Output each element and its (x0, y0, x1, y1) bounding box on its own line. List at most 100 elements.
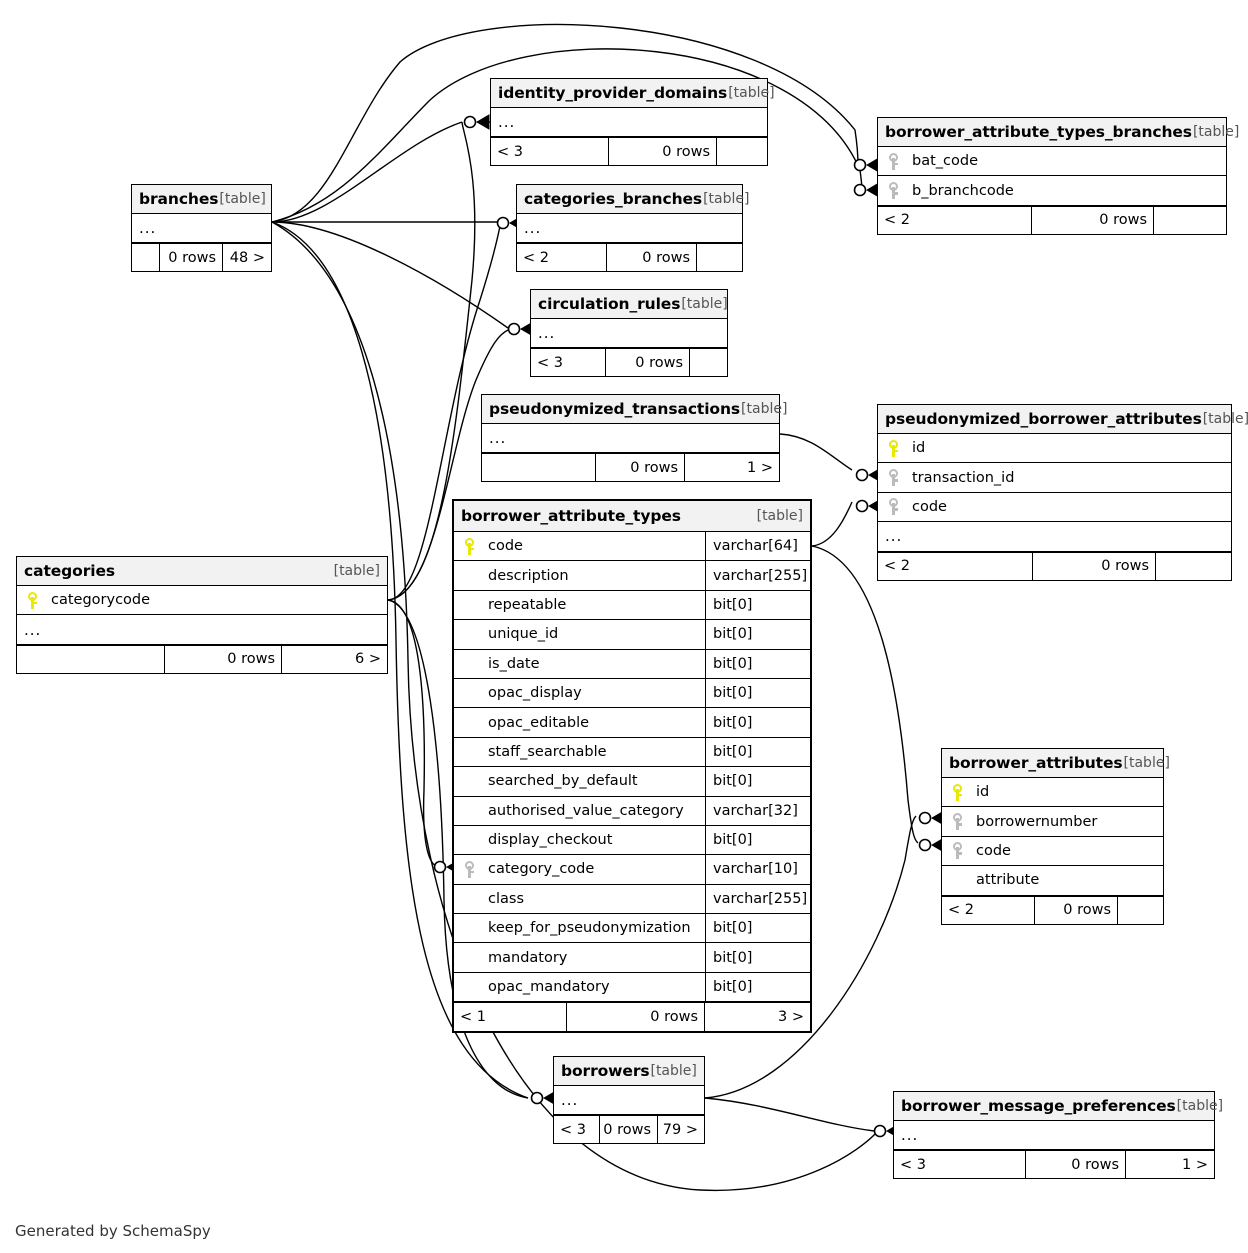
column-name: description (488, 567, 569, 584)
column-name: categorycode (51, 592, 151, 609)
table-borrowers[interactable]: borrowers [table] ... < 3 0 rows 79 > (553, 1056, 705, 1145)
column-type: varchar[255] (705, 561, 810, 590)
table-row: categorycode (17, 586, 387, 616)
primary-key-icon (17, 591, 47, 609)
footer-parents: < 3 (894, 1151, 1026, 1179)
table-name: borrower_attribute_types (461, 506, 681, 525)
table-name: identity_provider_domains (498, 83, 728, 102)
footer-rowcount: 0 rows (567, 1003, 705, 1032)
table-row: repeatable bit[0] (454, 590, 810, 621)
foreign-key-icon (878, 182, 908, 200)
footer-rowcount: 0 rows (600, 1116, 658, 1144)
table-circulation-rules[interactable]: circulation_rules [table] ... < 3 0 rows (530, 289, 728, 378)
table-row: code varchar[64] (454, 532, 810, 562)
table-footer: < 3 0 rows 1 > (894, 1150, 1214, 1179)
column-type: bit[0] (705, 737, 810, 767)
table-categories[interactable]: categories [table] categorycode ... 0 ro… (16, 556, 388, 674)
footer-children: 3 > (778, 1009, 804, 1026)
foreign-key-icon (878, 469, 908, 487)
column-type: bit[0] (705, 590, 810, 620)
footer-parents: < 3 (491, 138, 609, 166)
column-type: bit[0] (705, 649, 810, 678)
footer-rowcount: 0 rows (607, 244, 697, 272)
column-name: searched_by_default (488, 773, 638, 790)
footer-children (717, 138, 767, 165)
table-pseudonymized-borrower-attributes[interactable]: pseudonymized_borrower_attributes [table… (877, 404, 1248, 581)
footer-rowcount: 0 rows (1026, 1151, 1126, 1179)
table-name: borrower_attributes (949, 753, 1123, 772)
table-header: categories [table] (17, 557, 387, 586)
table-row-ellipsis: ... (132, 214, 271, 244)
foreign-key-icon (942, 813, 972, 831)
column-type: bit[0] (705, 943, 810, 972)
column-type: bit[0] (705, 620, 810, 649)
footer-children (697, 244, 742, 271)
table-borrower-attribute-types-branches[interactable]: borrower_attribute_types_branches [table… (877, 117, 1239, 235)
table-pseudonymized-transactions[interactable]: pseudonymized_transactions [table] ... 0… (481, 394, 787, 483)
table-row: id (942, 778, 1163, 808)
table-row: class varchar[255] (454, 884, 810, 915)
table-footer: < 3 0 rows (531, 348, 727, 377)
column-name: code (976, 842, 1011, 859)
table-row-ellipsis: ... (482, 424, 779, 454)
table-header: borrower_attribute_types [table] (454, 501, 810, 532)
table-header: circulation_rules [table] (531, 290, 728, 319)
column-name: unique_id (488, 626, 559, 643)
footer-children: 1 > (747, 459, 773, 476)
footer-rowcount: 0 rows (165, 645, 282, 673)
footer-children (1118, 897, 1163, 924)
footer-rowcount: 0 rows (609, 138, 717, 166)
table-row: staff_searchable bit[0] (454, 737, 810, 768)
table-row: opac_editable bit[0] (454, 708, 810, 738)
table-tag: [table] (333, 562, 380, 579)
table-row-ellipsis: ... (878, 522, 1231, 552)
footer-parents: < 3 (531, 349, 606, 377)
table-row: code (878, 493, 1231, 523)
column-name: keep_for_pseudonymization (488, 920, 691, 937)
column-name: opac_mandatory (488, 979, 610, 996)
table-footer: < 2 0 rows (878, 205, 1226, 234)
footer-children (690, 349, 727, 376)
table-row: unique_id bit[0] (454, 620, 810, 650)
table-tag: [table] (756, 507, 803, 524)
column-type: bit[0] (705, 708, 810, 737)
column-name: bat_code (912, 153, 978, 170)
footer-parents (482, 454, 596, 482)
footer-rowcount: 0 rows (160, 244, 223, 272)
table-name: borrowers (561, 1061, 650, 1080)
table-borrower-attributes[interactable]: borrower_attributes [table] id borrowern… (941, 748, 1170, 925)
table-footer: 0 rows 6 > (17, 644, 387, 673)
column-type: bit[0] (705, 825, 810, 855)
column-name: code (488, 538, 523, 555)
table-name: pseudonymized_transactions (489, 399, 741, 418)
table-tag: [table] (219, 190, 266, 207)
table-row: opac_mandatory bit[0] (454, 972, 810, 1003)
table-header: branches [table] (132, 185, 271, 214)
column-name: opac_editable (488, 714, 590, 731)
table-branches[interactable]: branches [table] ... 0 rows 48 > (131, 184, 272, 273)
table-borrower-attribute-types[interactable]: borrower_attribute_types [table] code va… (452, 499, 812, 1034)
table-borrower-message-preferences[interactable]: borrower_message_preferences [table] ...… (893, 1091, 1223, 1180)
footer-parents (17, 645, 165, 673)
table-row: code (942, 837, 1163, 867)
table-categories-branches[interactable]: categories_branches [table] ... < 2 0 ro… (516, 184, 749, 273)
table-name: borrower_message_preferences (901, 1096, 1176, 1115)
footer-children: 6 > (355, 651, 381, 668)
table-tag: [table] (1192, 123, 1240, 140)
table-header: identity_provider_domains [table] (491, 79, 775, 108)
table-row: description varchar[255] (454, 561, 810, 591)
footer-rowcount: 0 rows (1035, 896, 1118, 924)
table-header: borrower_attributes [table] (942, 749, 1170, 778)
column-name: opac_display (488, 685, 582, 702)
column-type: bit[0] (705, 914, 810, 943)
table-identity-provider-domains[interactable]: identity_provider_domains [table] ... < … (490, 78, 775, 167)
table-row-ellipsis: ... (554, 1086, 704, 1116)
table-row-ellipsis: ... (894, 1121, 1214, 1151)
foreign-key-icon (878, 152, 908, 170)
foreign-key-icon (454, 860, 484, 878)
column-name: staff_searchable (488, 743, 607, 760)
generated-by-credit: Generated by SchemaSpy (15, 1222, 211, 1240)
table-tag: [table] (741, 400, 788, 417)
foreign-key-icon (942, 842, 972, 860)
